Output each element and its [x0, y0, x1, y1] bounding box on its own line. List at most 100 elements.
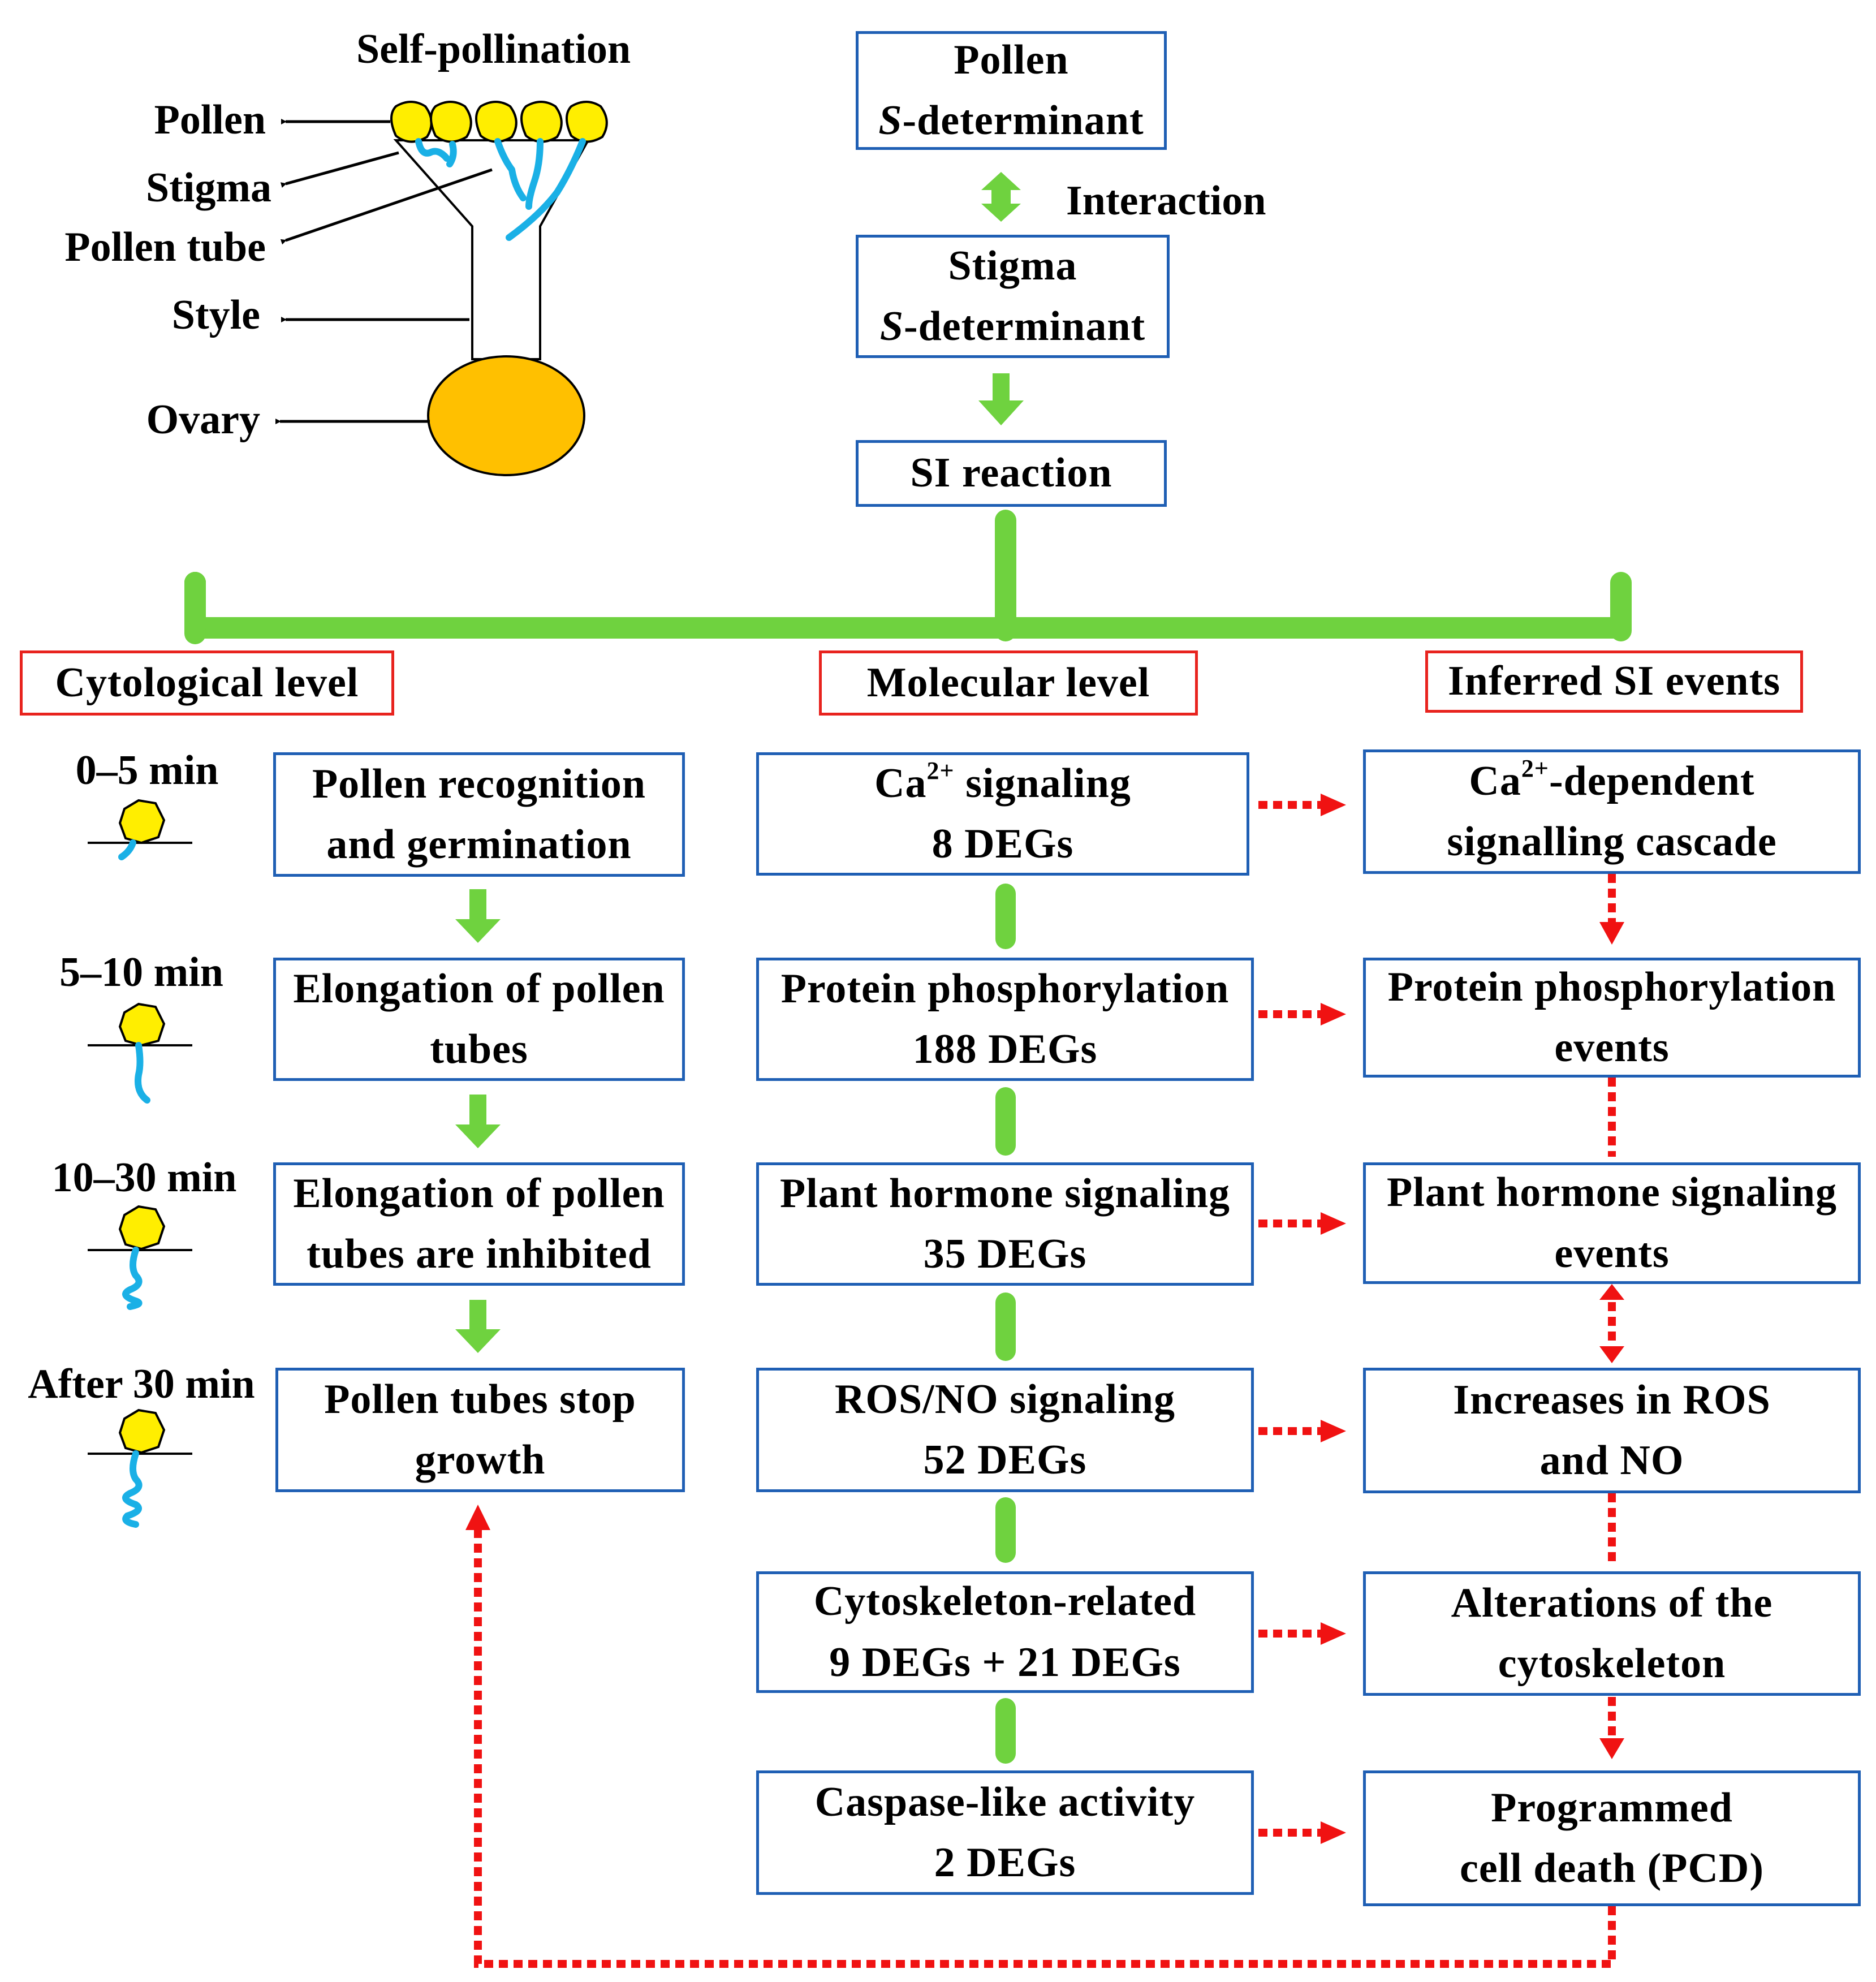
cyto-2-line1: Elongation of pollen	[293, 965, 665, 1012]
mol-box-4: ROS/NO signaling 52 DEGs	[756, 1368, 1254, 1492]
header-molecular-label: Molecular level	[866, 659, 1150, 706]
mol-1-line2: 8 DEGs	[931, 821, 1074, 867]
inf-box-3: Plant hormone signaling events	[1363, 1162, 1861, 1284]
timepoint-icon-2	[88, 1002, 192, 1104]
pollen-s-rest: -determinant	[902, 97, 1144, 144]
timepoint-icon-4	[88, 1408, 192, 1528]
cyto-1-line2: and germination	[326, 821, 632, 868]
inf-3-line2: events	[1554, 1230, 1670, 1277]
mol-1-pre: Ca	[874, 760, 927, 807]
green-tree-lines	[184, 510, 1632, 644]
mol-1-sup: 2+	[926, 757, 955, 785]
mol-1-post: signaling	[954, 760, 1131, 807]
inf-box-4: Increases in ROS and NO	[1363, 1368, 1861, 1493]
cyto-box-1: Pollen recognition and germination	[273, 752, 685, 877]
pollen-tubes	[415, 138, 586, 241]
timepoint-2: 5–10 min	[59, 949, 223, 996]
cyto-3-line1: Elongation of pollen	[293, 1170, 665, 1217]
si-reaction-label: SI reaction	[910, 450, 1112, 497]
timepoint-4: After 30 min	[28, 1361, 255, 1407]
mol-box-1: Ca2+ signaling 8 DEGs	[756, 752, 1249, 876]
stigma-s-line1: Stigma	[948, 242, 1077, 289]
pollen-s-line2: S-determinant	[878, 91, 1144, 151]
stigma-shape	[393, 139, 590, 360]
label-pollen: Pollen	[154, 97, 266, 143]
stigma-s-line2: S-determinant	[880, 296, 1145, 357]
cyto-3-line2: tubes are inhibited	[307, 1231, 652, 1277]
stigma-to-si-arrow	[978, 373, 1024, 425]
mol-2-line2: 188 DEGs	[912, 1026, 1098, 1072]
inf-box-5: Alterations of the cytoskeleton	[1363, 1571, 1861, 1696]
header-cytological-label: Cytological level	[55, 659, 359, 706]
mol-box-2: Protein phosphorylation 188 DEGs	[756, 958, 1254, 1081]
inf-box-1: Ca2+-dependent signalling cascade	[1363, 749, 1861, 874]
mol-5-line1: Cytoskeleton-related	[813, 1578, 1197, 1625]
inf-1-line2: signalling cascade	[1447, 818, 1777, 865]
mol-4-line1: ROS/NO signaling	[834, 1376, 1175, 1423]
mol-6-line2: 2 DEGs	[934, 1839, 1076, 1886]
stigma-s-determinant-box: Stigma S-determinant	[856, 235, 1170, 358]
si-reaction-box: SI reaction	[856, 440, 1167, 507]
mol-5-line2: 9 DEGs + 21 DEGs	[829, 1639, 1181, 1686]
green-tree-drops	[184, 572, 1632, 641]
mol-box-5: Cytoskeleton-related 9 DEGs + 21 DEGs	[756, 1571, 1254, 1693]
stigma-s-italic: S	[879, 303, 904, 350]
header-molecular: Molecular level	[819, 650, 1198, 716]
label-pollen-tube: Pollen tube	[64, 224, 266, 270]
cyto-box-3: Elongation of pollen tubes are inhibited	[273, 1162, 685, 1286]
flower-title: Self-pollination	[356, 26, 631, 72]
green-connectors	[455, 172, 1024, 1353]
interaction-double-arrow	[981, 172, 1021, 222]
inf-4-line1: Increases in ROS	[1453, 1376, 1771, 1423]
inf-3-line1: Plant hormone signaling	[1387, 1169, 1837, 1216]
timepoint-1: 0–5 min	[75, 747, 219, 794]
timepoint-icon-1	[88, 799, 192, 860]
inf-2-line1: Protein phosphorylation	[1387, 963, 1836, 1010]
inf-1-pre: Ca	[1469, 757, 1521, 804]
inf-2-line2: events	[1554, 1024, 1670, 1071]
cyto-arrow-3	[455, 1300, 501, 1353]
pollen-s-italic: S	[878, 97, 903, 144]
pollen-s-line1: Pollen	[954, 36, 1069, 83]
header-inferred: Inferred SI events	[1425, 650, 1803, 713]
cyto-arrow-1	[455, 889, 501, 943]
mol-2-line1: Protein phosphorylation	[780, 965, 1230, 1012]
inf-box-2: Protein phosphorylation events	[1363, 958, 1861, 1078]
inf-6-line1: Programmed	[1491, 1784, 1733, 1831]
inf-5-line2: cytoskeleton	[1498, 1640, 1726, 1687]
cyto-arrow-2	[455, 1095, 501, 1148]
timepoint-icons	[88, 799, 192, 1528]
stigma-s-rest: -determinant	[904, 303, 1146, 350]
mol-1-line1: Ca2+ signaling	[874, 753, 1131, 814]
cyto-4-line1: Pollen tubes stop	[324, 1376, 636, 1423]
label-style: Style	[171, 292, 260, 338]
interaction-label: Interaction	[1066, 178, 1266, 224]
red-dotted-vertical	[465, 874, 1624, 1968]
pollen-grains	[390, 101, 608, 143]
timepoint-icon-3	[88, 1205, 192, 1310]
mol-box-6: Caspase-like activity 2 DEGs	[756, 1770, 1254, 1895]
label-ovary: Ovary	[146, 397, 260, 443]
inf-1-sup: 2+	[1521, 755, 1549, 783]
cyto-4-line2: growth	[415, 1437, 546, 1483]
pollen-s-determinant-box: Pollen S-determinant	[856, 31, 1167, 150]
mol-6-line1: Caspase-like activity	[814, 1778, 1196, 1825]
inf-6-line2: cell death (PCD)	[1460, 1845, 1764, 1891]
ovary-shape	[427, 355, 585, 476]
mol-4-line2: 52 DEGs	[923, 1437, 1087, 1483]
cyto-2-line2: tubes	[430, 1026, 528, 1072]
inf-1-post: -dependent	[1549, 757, 1755, 804]
timepoint-3: 10–30 min	[51, 1154, 237, 1201]
inf-1-line1: Ca2+-dependent	[1469, 751, 1754, 812]
mol-3-line1: Plant hormone signaling	[780, 1170, 1230, 1217]
cyto-1-line1: Pollen recognition	[312, 760, 646, 807]
mol-3-line2: 35 DEGs	[923, 1231, 1087, 1277]
flower-illustration	[275, 101, 608, 476]
cyto-box-4: Pollen tubes stop growth	[275, 1368, 685, 1492]
mol-box-3: Plant hormone signaling 35 DEGs	[756, 1162, 1254, 1286]
inf-4-line2: and NO	[1539, 1437, 1684, 1484]
flower-label-arrows	[275, 119, 493, 424]
cyto-box-2: Elongation of pollen tubes	[273, 958, 685, 1081]
red-dotted-horizontal	[1258, 794, 1346, 1844]
